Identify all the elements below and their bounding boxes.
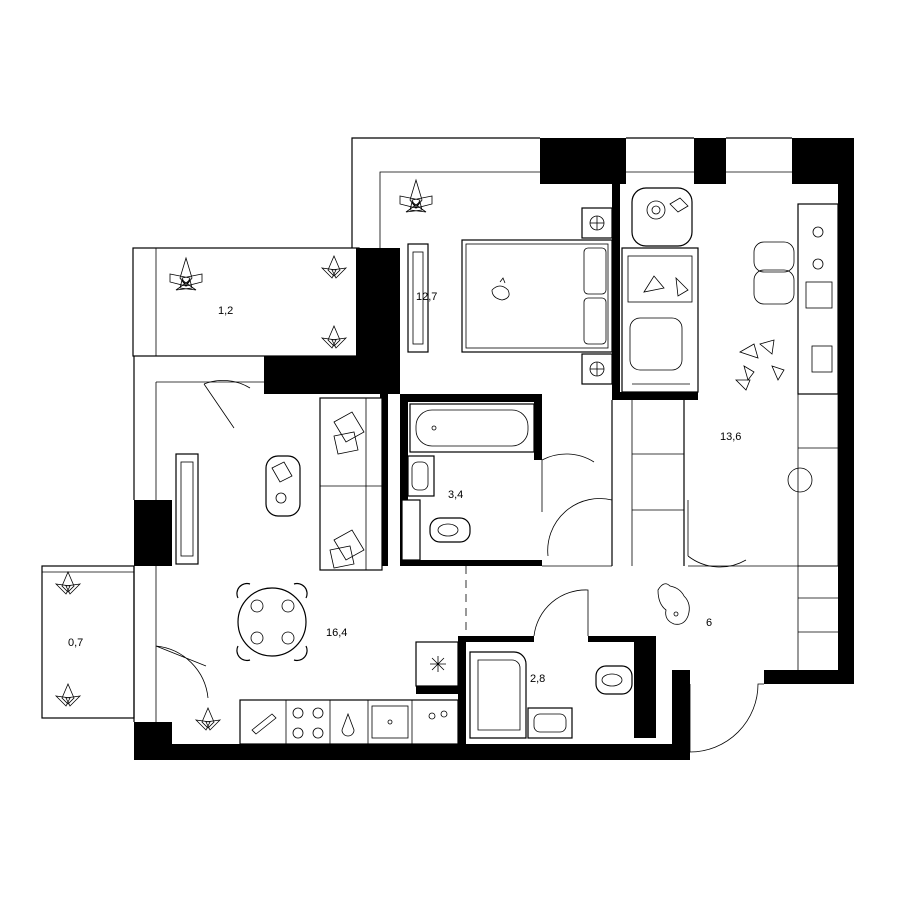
cat-icon [491,277,510,301]
upper-window-outline [351,137,792,248]
area-label-wc: 2,8 [530,673,545,685]
coffee-table-icon [265,455,301,517]
sink-icon [341,705,409,739]
area-label-balcony-left: 0,7 [68,637,83,649]
stove-icon [292,707,324,739]
partitions [400,400,756,636]
area-label-hallway: 6 [706,617,712,629]
tv-icon-living [175,453,199,565]
balcony-left-outline [41,565,135,719]
tv-icon [407,243,429,353]
area-label-kids-room: 13,6 [720,431,741,443]
fridge-icon [415,641,459,687]
bathtub-icon [409,403,535,453]
chairs-icon [753,241,795,305]
sink-icon-wc [527,707,573,739]
toilet-icon-wc [595,665,633,695]
dog-icon [657,583,690,625]
area-label-bedroom: 12,7 [416,291,437,303]
shower-tray-icon [469,651,527,739]
plant-icon [54,178,433,731]
shelf-icon [787,203,839,567]
sink-icon-bath [407,455,435,497]
area-label-bathroom: 3,4 [448,489,463,501]
right-window-thin [756,565,840,670]
kitchen-counter [239,699,459,745]
area-label-living-kitchen: 16,4 [326,627,347,639]
bed-icon [461,207,613,385]
doors [155,380,764,753]
dining-table-icon [236,582,308,662]
toys-icon [735,339,785,391]
sofa-icon [319,397,383,571]
walls [134,138,854,760]
balcony-upper-outline [132,247,360,357]
armchair-icon [631,187,693,247]
utensils-icon [251,710,448,735]
area-label-balcony-upper: 1,2 [218,305,233,317]
toilet-icon [429,517,471,543]
desk-icon [621,247,699,393]
